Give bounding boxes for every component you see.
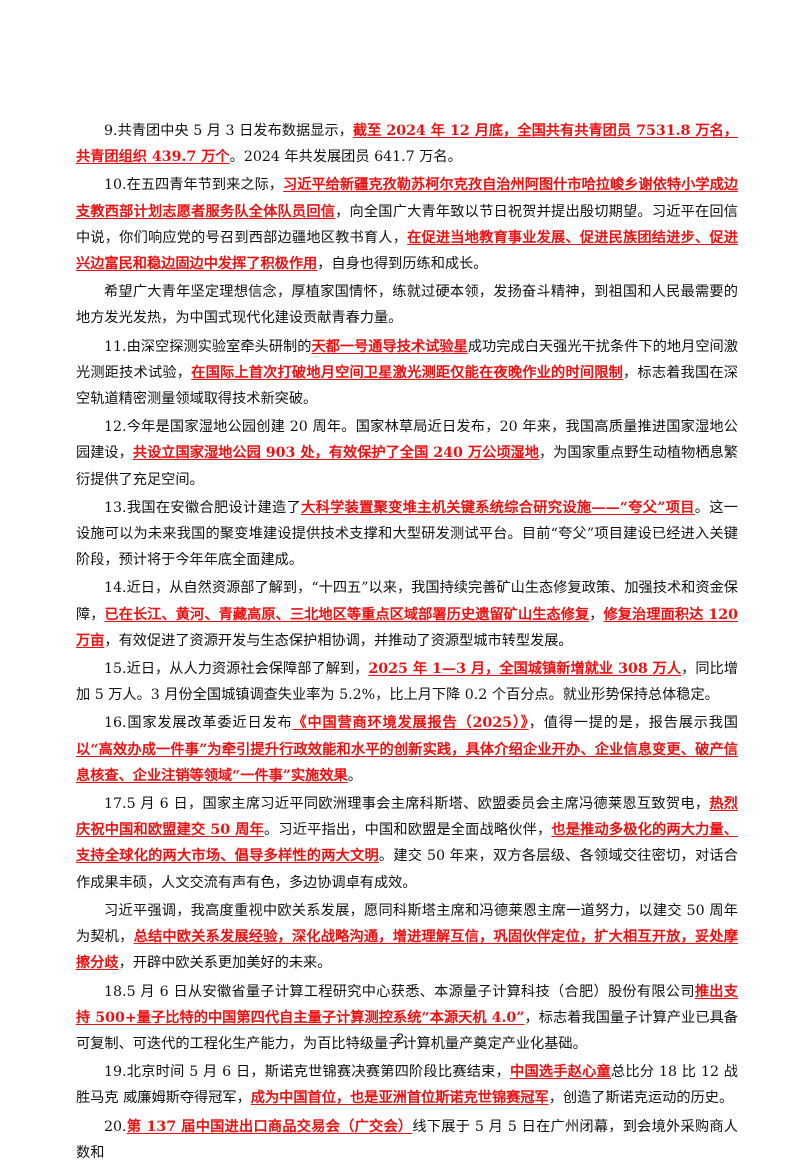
paragraph: 19.北京时间 5 月 6 日，斯诺克世锦赛决赛第四阶段比赛结束，中国选手赵心童… — [76, 1059, 738, 1111]
highlighted-text: 中国选手赵心童 — [510, 1064, 611, 1081]
body-text: 14.近日，从自然资源部了解到，“十四五”以来，我国持续完善矿山生态修复政策、加… — [76, 580, 738, 623]
highlighted-text: 《中国营商环境发展报告（2025）》 — [292, 715, 529, 732]
body-text: 总比分 18 比 12 战胜马克 威廉姆斯夺得冠军， — [76, 1064, 738, 1107]
body-text: 18.5 月 6 日从安徽省量子计算工程研究中心获悉、本源量子计算科技（合肥）股… — [104, 983, 695, 1000]
highlighted-text: 热烈庆祝中国和欧盟建交 50 周年 — [76, 796, 738, 839]
body-text: 17.5 月 6 日，国家主席习近平同欧洲理事会主席科斯塔、欧盟委员会主席冯德莱… — [104, 796, 710, 813]
highlighted-text: 共设立国家湿地公园 903 处，有效保护了全国 240 万公顷湿地 — [132, 445, 539, 462]
highlighted-text: 已在长江、黄河、青藏高原、三北地区等重点区域部署历史遗留矿山生态修复 — [104, 606, 590, 623]
body-text: ，开辟中欧关系更加美好的未来。 — [118, 955, 332, 972]
paragraph: 希望广大青年坚定理想信念，厚植家国情怀，练就过硬本领，发扬奋斗精神，到祖国和人民… — [76, 279, 738, 331]
body-text: 。这一设施可以为未来我国的聚变堆建设提供技术支撑和大型研发测试平台。目前“夸父”… — [76, 499, 738, 569]
paragraph: 12.今年是国家湿地公园创建 20 周年。国家林草局近日发布，20 年来，我国高… — [76, 414, 738, 493]
document-body: 9.共青团中央 5 月 3 日发布数据显示，截至 2024 年 12 月底，全国… — [76, 118, 738, 1168]
highlighted-text: 也是推动多极化的两大力量、支持全球化的两大市场、倡导多样性的两大文明 — [76, 822, 738, 865]
body-text: ，自身也得到历练和成长。 — [317, 256, 488, 273]
body-text: ，向全国广大青年致以节日祝贺并提出殷切期望。习近平在回信中说，你们响应党的号召到… — [76, 203, 738, 246]
paragraph: 17.5 月 6 日，国家主席习近平同欧洲理事会主席科斯塔、欧盟委员会主席冯德莱… — [76, 791, 738, 896]
highlighted-text: 以“高效办成一件事”为牵引提升行政效能和水平的创新实践，具体介绍企业开办、企业信… — [76, 741, 738, 784]
paragraph: 15.近日，从人力资源社会保障部了解到，2025 年 1—3 月，全国城镇新增就… — [76, 656, 738, 708]
paragraph: 18.5 月 6 日从安徽省量子计算工程研究中心获悉、本源量子计算科技（合肥）股… — [76, 979, 738, 1058]
highlighted-text: 成为中国首位，也是亚洲首位斯诺克世锦赛冠军 — [250, 1090, 549, 1107]
body-text: 希望广大青年坚定理想信念，厚植家国情怀，练就过硬本领，发扬奋斗精神，到祖国和人民… — [76, 284, 738, 327]
highlighted-text: 推出支持 500+量子比特的中国第四代自主量子计算测控系统“本源天机 4.0” — [76, 983, 738, 1026]
body-text: ，为国家重点野生动植物栖息繁衍提供了充足空间。 — [76, 445, 738, 488]
paragraph: 20.第 137 届中国进出口商品交易会（广交会）线下展于 5 月 5 日在广州… — [76, 1114, 738, 1166]
paragraph: 10.在五四青年节到来之际，习近平给新疆克孜勒苏柯尔克孜自治州阿图什市哈拉峻乡谢… — [76, 172, 738, 277]
paragraph: 13.我国在安徽合肥设计建造了大科学装置聚变堆主机关键系统综合研究设施——“夸父… — [76, 495, 738, 574]
body-text: ，值得一提的是，报告展示我国 — [528, 715, 738, 732]
paragraph: 习近平强调，我高度重视中欧关系发展，愿同科斯塔主席和冯德莱恩主席一道努力，以建交… — [76, 898, 738, 977]
body-text: 。建交 50 年来，双方各层级、各领域交往密切，对话合作成果丰硕，人文交流有声有… — [76, 848, 738, 891]
body-text: 。 — [347, 767, 362, 784]
highlighted-text: 2025 年 1—3 月，全国城镇新增就业 308 万人 — [368, 661, 682, 678]
paragraph: 11.由深空探测实验室牵头研制的天都一号通导技术试验星成功完成白天强光干扰条件下… — [76, 334, 738, 413]
body-text: 10.在五四青年节到来之际， — [104, 177, 284, 194]
highlighted-text: 在国际上首次打破地月空间卫星激光测距仅能在夜晚作业的时间限制 — [191, 364, 624, 381]
body-text: 12.今年是国家湿地公园创建 20 周年。国家林草局近日发布，20 年来，我国高… — [76, 419, 738, 462]
body-text: 16.国家发展改革委近日发布 — [104, 715, 293, 732]
highlighted-text: 第 137 届中国进出口商品交易会（广交会） — [126, 1118, 413, 1135]
highlighted-text: 在促进当地教育事业发展、促进民族团结进步、促进兴边富民和稳边固边中发挥了积极作用 — [76, 229, 738, 273]
page-number: 2 — [396, 1030, 404, 1046]
highlighted-text: 大科学装置聚变堆主机关键系统综合研究设施——“夸父”项目 — [301, 499, 695, 516]
body-text: 11.由深空探测实验室牵头研制的 — [104, 338, 312, 355]
highlighted-text: 截至 2024 年 12 月底，全国共有共青团员 7531.8 万名，共青团组织… — [76, 123, 738, 166]
highlighted-text: 天都一号通导技术试验星 — [311, 338, 468, 355]
highlighted-text: 修复治理面积达 120 万亩 — [76, 606, 738, 649]
body-text: ，有效促进了资源开发与生态保护相协调，并推动了资源型城市转型发展。 — [104, 632, 573, 649]
paragraph: 16.国家发展改革委近日发布《中国营商环境发展报告（2025）》，值得一提的是，… — [76, 710, 738, 789]
body-text: ，同比增加 5 万人。3 月份全国城镇调查失业率为 5.2%，比上月下降 0.2… — [76, 661, 738, 704]
highlighted-text: 习近平给新疆克孜勒苏柯尔克孜自治州阿图什市哈拉峻乡谢依特小学成边支教西部计划志愿… — [76, 177, 738, 220]
paragraph: 14.近日，从自然资源部了解到，“十四五”以来，我国持续完善矿山生态修复政策、加… — [76, 575, 738, 654]
body-text: 19.北京时间 5 月 6 日，斯诺克世锦赛决赛第四阶段比赛结束， — [104, 1064, 511, 1081]
body-text: ，标志着我国在深空轨道精密测量领域取得技术新突破。 — [76, 364, 738, 408]
body-text: 。习近平指出，中国和欧盟是全面战略伙伴， — [264, 822, 552, 839]
body-text: 9.共青团中央 5 月 3 日发布数据显示， — [104, 123, 353, 139]
highlighted-text: 总结中欧关系发展经验，深化战略沟通，增进理解互信，巩固伙伴定位，扩大相互开放，妥… — [76, 929, 738, 972]
body-text: 15.近日，从人力资源社会保障部了解到， — [104, 661, 369, 678]
body-text: 20. — [104, 1118, 127, 1135]
body-text: 习近平强调，我高度重视中欧关系发展，愿同科斯塔主席和冯德莱恩主席一道努力，以建交… — [76, 902, 738, 946]
body-text: ，创造了斯诺克运动的历史。 — [548, 1090, 734, 1107]
body-text: ， — [589, 606, 604, 623]
body-text: 。2024 年共发展团员 641.7 万名。 — [229, 149, 462, 166]
body-text: ，标志着我国量子计算产业已具备可复制、可迭代的工程化生产能力，为百比特级量子计算… — [76, 1009, 738, 1052]
body-text: 成功完成白天强光干扰条件下的地月空间激光测距技术试验， — [76, 338, 738, 381]
paragraph: 9.共青团中央 5 月 3 日发布数据显示，截至 2024 年 12 月底，全国… — [76, 118, 738, 170]
body-text: 13.我国在安徽合肥设计建造了 — [104, 499, 302, 516]
